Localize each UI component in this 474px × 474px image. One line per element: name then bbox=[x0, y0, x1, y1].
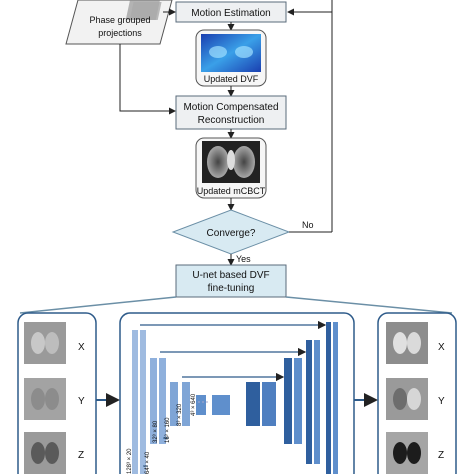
input-axis-y: Y bbox=[78, 396, 85, 407]
updated-mcbct-label: Updated mCBCT bbox=[197, 186, 266, 196]
dec-block-5 bbox=[306, 340, 312, 464]
dec-block-8 bbox=[333, 322, 338, 474]
unet-finetuning-box: U-net based DVF fine-tuning bbox=[175, 264, 287, 298]
enc-block-3 bbox=[150, 358, 157, 444]
phase-label-line2: projections bbox=[98, 28, 142, 38]
dec-block-7 bbox=[326, 322, 331, 474]
dec-block-2 bbox=[262, 382, 276, 426]
updated-dvf-label: Updated DVF bbox=[204, 74, 259, 84]
size-label-5: 8³ × 320 bbox=[177, 403, 183, 426]
no-label: No bbox=[302, 220, 314, 230]
phase-projections-node: Phase grouped projections bbox=[65, 0, 173, 45]
output-axis-y: Y bbox=[438, 396, 445, 407]
unet-label-line2: fine-tuning bbox=[208, 283, 255, 294]
motion-estimation-box: Motion Estimation bbox=[175, 1, 287, 23]
updated-mcbct-node: Updated mCBCT bbox=[195, 137, 267, 199]
dec-block-1 bbox=[246, 382, 260, 426]
mcr-label-line2: Reconstruction bbox=[198, 115, 265, 126]
input-axis-z: Z bbox=[78, 450, 84, 461]
converge-label: Converge? bbox=[207, 228, 256, 239]
size-label-6: 4³ × 640 bbox=[191, 393, 197, 416]
projection-stack-image bbox=[125, 0, 162, 20]
size-label-4: 16³ × 160 bbox=[165, 417, 171, 443]
dec-block-4 bbox=[294, 358, 302, 444]
size-label-1: 128³ × 20 bbox=[127, 448, 133, 474]
enc-block-5 bbox=[170, 382, 178, 426]
converge-decision: Converge? bbox=[171, 209, 291, 255]
updated-dvf-node: Updated DVF bbox=[195, 29, 267, 87]
input-dvf-panel: X Y Z bbox=[17, 312, 97, 474]
input-axis-x: X bbox=[78, 342, 85, 353]
yes-label: Yes bbox=[236, 254, 251, 264]
size-label-3: 32³ × 80 bbox=[153, 420, 159, 443]
enc-block-2 bbox=[140, 330, 146, 474]
enc-block-1 bbox=[132, 330, 138, 474]
output-axis-x: X bbox=[438, 342, 445, 353]
bottleneck-block bbox=[212, 395, 230, 415]
motion-estimation-label: Motion Estimation bbox=[191, 8, 270, 19]
output-dvf-panel: X Y Z bbox=[377, 312, 457, 474]
dec-block-6 bbox=[314, 340, 320, 464]
enc-block-6 bbox=[182, 382, 190, 426]
expand-line-right bbox=[285, 296, 453, 314]
expand-line-left bbox=[19, 296, 177, 314]
size-label-2: 64³ × 40 bbox=[145, 451, 151, 474]
phase-label-line1: Phase grouped bbox=[89, 15, 150, 25]
enc-block-7 bbox=[196, 395, 206, 415]
dec-block-3 bbox=[284, 358, 292, 444]
mcr-label-line1: Motion Compensated bbox=[183, 102, 278, 113]
unet-label-line1: U-net based DVF bbox=[192, 270, 269, 281]
enc-block-4 bbox=[159, 358, 166, 444]
unet-architecture-panel: 128³ × 20 64³ × 40 32³ × 80 16³ × 160 8³… bbox=[119, 312, 355, 474]
output-axis-z: Z bbox=[438, 450, 444, 461]
mcr-box: Motion Compensated Reconstruction bbox=[175, 95, 287, 130]
arrow-proj-to-mcr bbox=[119, 44, 176, 115]
